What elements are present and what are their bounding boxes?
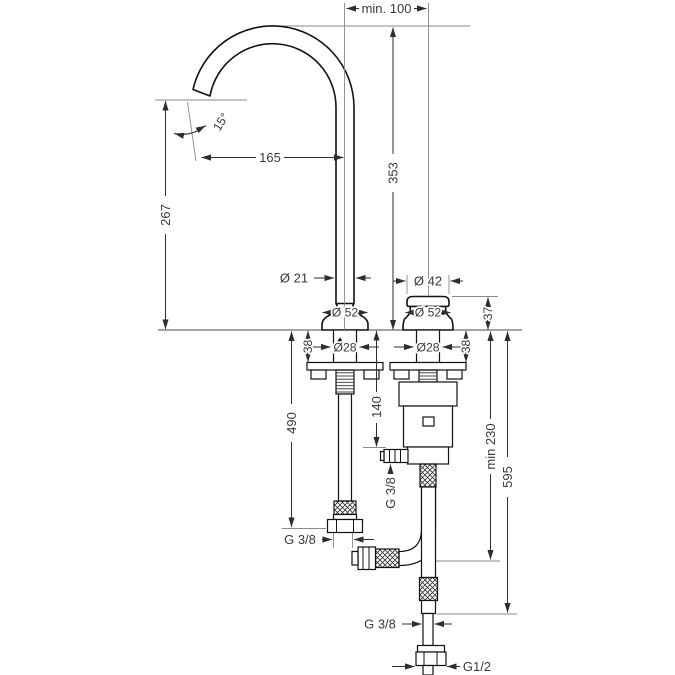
dim-valve-deck-section-label: 38 <box>459 340 473 354</box>
dim-side-outlet-depth-label: 140 <box>369 396 384 418</box>
dim-spout-pipe-diameter-label: Ø 21 <box>280 271 308 286</box>
spout-base-outline <box>321 302 369 331</box>
dim-valve-shaft-diameter-label: Ø28 <box>416 341 439 355</box>
union-nut <box>415 651 447 667</box>
spout-mounting-flange <box>306 361 384 371</box>
valve-mounting-nut-right <box>446 369 463 380</box>
connection-hose-fitting-ridges <box>362 547 370 570</box>
dim-handle-diameter-label: Ø 42 <box>414 274 442 289</box>
valve-mounting-flange <box>389 361 467 371</box>
connection-hose-fitting <box>357 546 377 571</box>
dimension-lines <box>162 5 511 670</box>
dim-spout-base-diameter-label: Ø 52 <box>332 306 359 320</box>
dim-supply-thread-label: G 3/8 <box>364 617 396 632</box>
dim-spout-hose-thread-label: G 3/8 <box>284 532 316 547</box>
valve-mounting-nut-left <box>393 369 410 380</box>
side-outlet-end-cap <box>379 450 385 462</box>
union-nut-facets <box>423 652 438 666</box>
spout-hose <box>337 393 353 502</box>
connection-hose-collar <box>351 550 359 566</box>
valve-body-tab <box>422 416 435 427</box>
dim-supply-hose-length-label: 595 <box>500 466 515 488</box>
dim-min-depth-label: min 230 <box>483 423 498 469</box>
dim-outlet-height-label: 267 <box>158 204 173 226</box>
valve-outlet-section <box>406 446 450 465</box>
valve-threaded-shank <box>418 369 438 383</box>
spout-shaft-index-mark <box>336 337 344 343</box>
spout-outline <box>192 25 355 305</box>
dim-spout-angle-label: 15° <box>210 110 232 133</box>
connection-hose-braid <box>374 548 400 569</box>
dimension-labels: min. 100 15° 165 267 353 Ø 21 Ø 42 Ø 52 … <box>156 0 517 675</box>
hose-nut-extension-lines <box>333 533 353 548</box>
handle-diameter-extension-lines <box>406 275 450 294</box>
dim-spout-reach-label: 165 <box>259 150 281 165</box>
dim-spout-hose-length-label: 490 <box>284 412 299 434</box>
valve-body-upper <box>398 381 458 407</box>
spout-hose-nut-facets <box>336 519 354 533</box>
dim-spout-deck-section-label: 38 <box>301 340 315 354</box>
supply-hose <box>420 486 437 579</box>
dim-handle-base-diameter-label: Ø 52 <box>415 306 442 320</box>
dim-union-thread-label: G1/2 <box>463 659 491 674</box>
dim-min-clearance-label: min. 100 <box>362 1 412 16</box>
dim-total-height-label: 353 <box>386 162 401 184</box>
spout-hose-nut <box>326 518 364 534</box>
union-nut-flange <box>416 644 446 653</box>
spout-mounting-nut-left <box>310 369 327 380</box>
side-outlet-ridges <box>389 449 401 463</box>
spout-angle-construction-line <box>187 101 197 162</box>
valve-hose-braid-upper <box>419 463 437 488</box>
supply-hose-lower <box>420 599 437 615</box>
dim-side-outlet-thread-label: G 3/8 <box>383 477 398 509</box>
supply-thread-pipe <box>422 612 434 647</box>
valve-side-outlet <box>383 448 409 464</box>
supply-hose-braid <box>418 576 439 602</box>
dim-handle-height-label: 37 <box>481 307 495 321</box>
spout-hose-braid <box>333 500 357 516</box>
spout-mounting-nut-right <box>363 369 380 380</box>
spout-hose-nut-collar <box>332 513 358 521</box>
spout-threaded-shank <box>335 369 355 395</box>
supply-pipe-end <box>422 664 434 675</box>
centerlines <box>344 3 429 330</box>
dim-spout-shaft-diameter-label: Ø28 <box>333 341 356 355</box>
fixture <box>192 25 467 675</box>
handle-cap-outline <box>406 295 450 308</box>
